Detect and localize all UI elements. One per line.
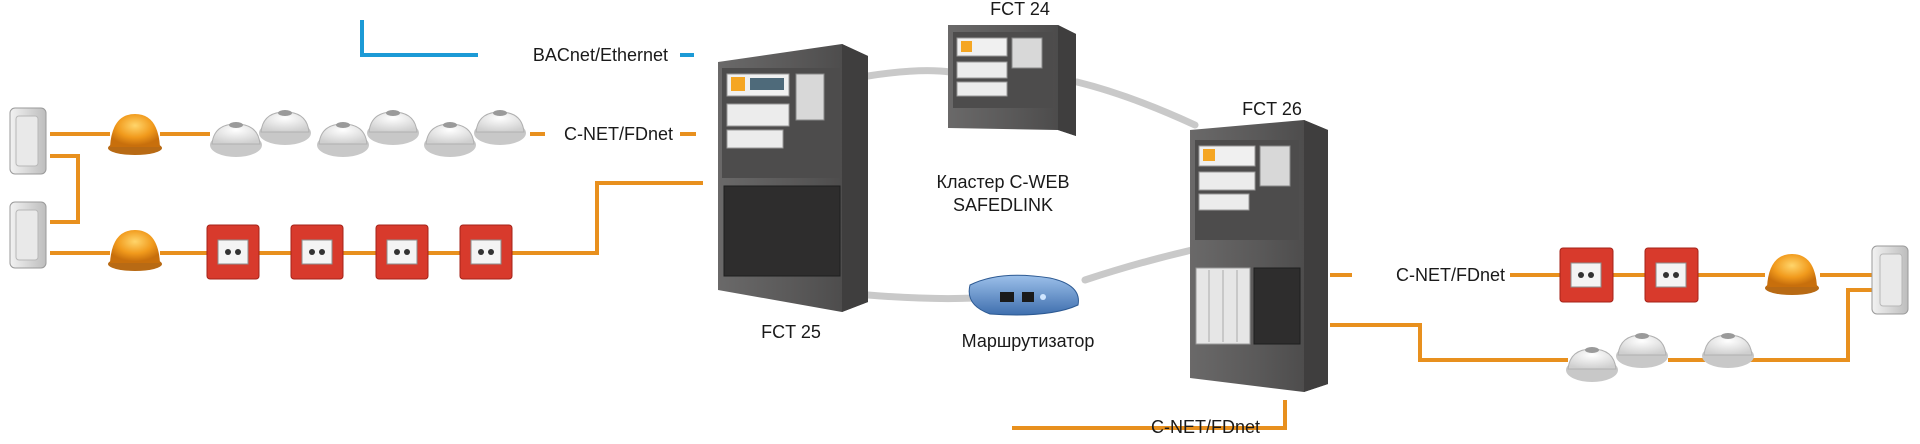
beacon-device <box>1765 254 1819 295</box>
fct26-label: FCT 26 <box>1242 99 1302 119</box>
smoke-detector <box>259 110 311 145</box>
fct25-label: FCT 25 <box>761 322 821 342</box>
cnet-fdnet-label-left: C-NET/FDnet <box>563 124 673 144</box>
fct26-panel <box>1190 120 1328 392</box>
smoke-detectors-right <box>1566 333 1754 382</box>
manual-call-point <box>459 224 513 280</box>
sounder-device <box>1871 245 1909 315</box>
smoke-detector <box>210 122 262 157</box>
smoke-detectors-left <box>210 110 526 157</box>
bacnet-ethernet-label: BACnet/Ethernet <box>532 45 668 65</box>
cnet-fdnet-label-bottom: C-NET/FDnet <box>1150 417 1260 437</box>
bacnet-wire <box>360 20 694 57</box>
smoke-detector <box>474 110 526 145</box>
fct24-label: FCT 24 <box>990 0 1050 19</box>
smoke-detector <box>1616 333 1668 368</box>
smoke-detector <box>367 110 419 145</box>
router-device <box>968 274 1079 316</box>
fdnet-wires-left <box>50 132 703 255</box>
smoke-detector <box>1566 347 1618 382</box>
smoke-detector <box>1702 333 1754 368</box>
cluster-label-line1: Кластер C-WEB <box>936 172 1070 192</box>
sounder-device <box>9 201 47 269</box>
cnet-fdnet-label-right: C-NET/FDnet <box>1395 265 1505 285</box>
smoke-detector <box>424 122 476 157</box>
fct24-panel <box>948 25 1076 136</box>
manual-call-point <box>206 224 260 280</box>
manual-call-points-right <box>1559 247 1699 303</box>
sounder-device <box>9 107 47 175</box>
manual-call-points-left <box>206 224 513 280</box>
manual-call-point <box>1559 247 1614 303</box>
fct25-panel <box>718 44 868 312</box>
beacon-device <box>108 114 162 155</box>
fdnet-wires-right <box>1012 273 1875 430</box>
cluster-links <box>864 67 1199 303</box>
manual-call-point <box>1644 247 1699 303</box>
manual-call-point <box>375 224 429 280</box>
cluster-label-line2: SAFEDLINK <box>952 195 1054 215</box>
router-label: Маршрутизатор <box>961 331 1095 351</box>
smoke-detector <box>317 122 369 157</box>
beacon-device <box>108 230 162 271</box>
manual-call-point <box>290 224 344 280</box>
